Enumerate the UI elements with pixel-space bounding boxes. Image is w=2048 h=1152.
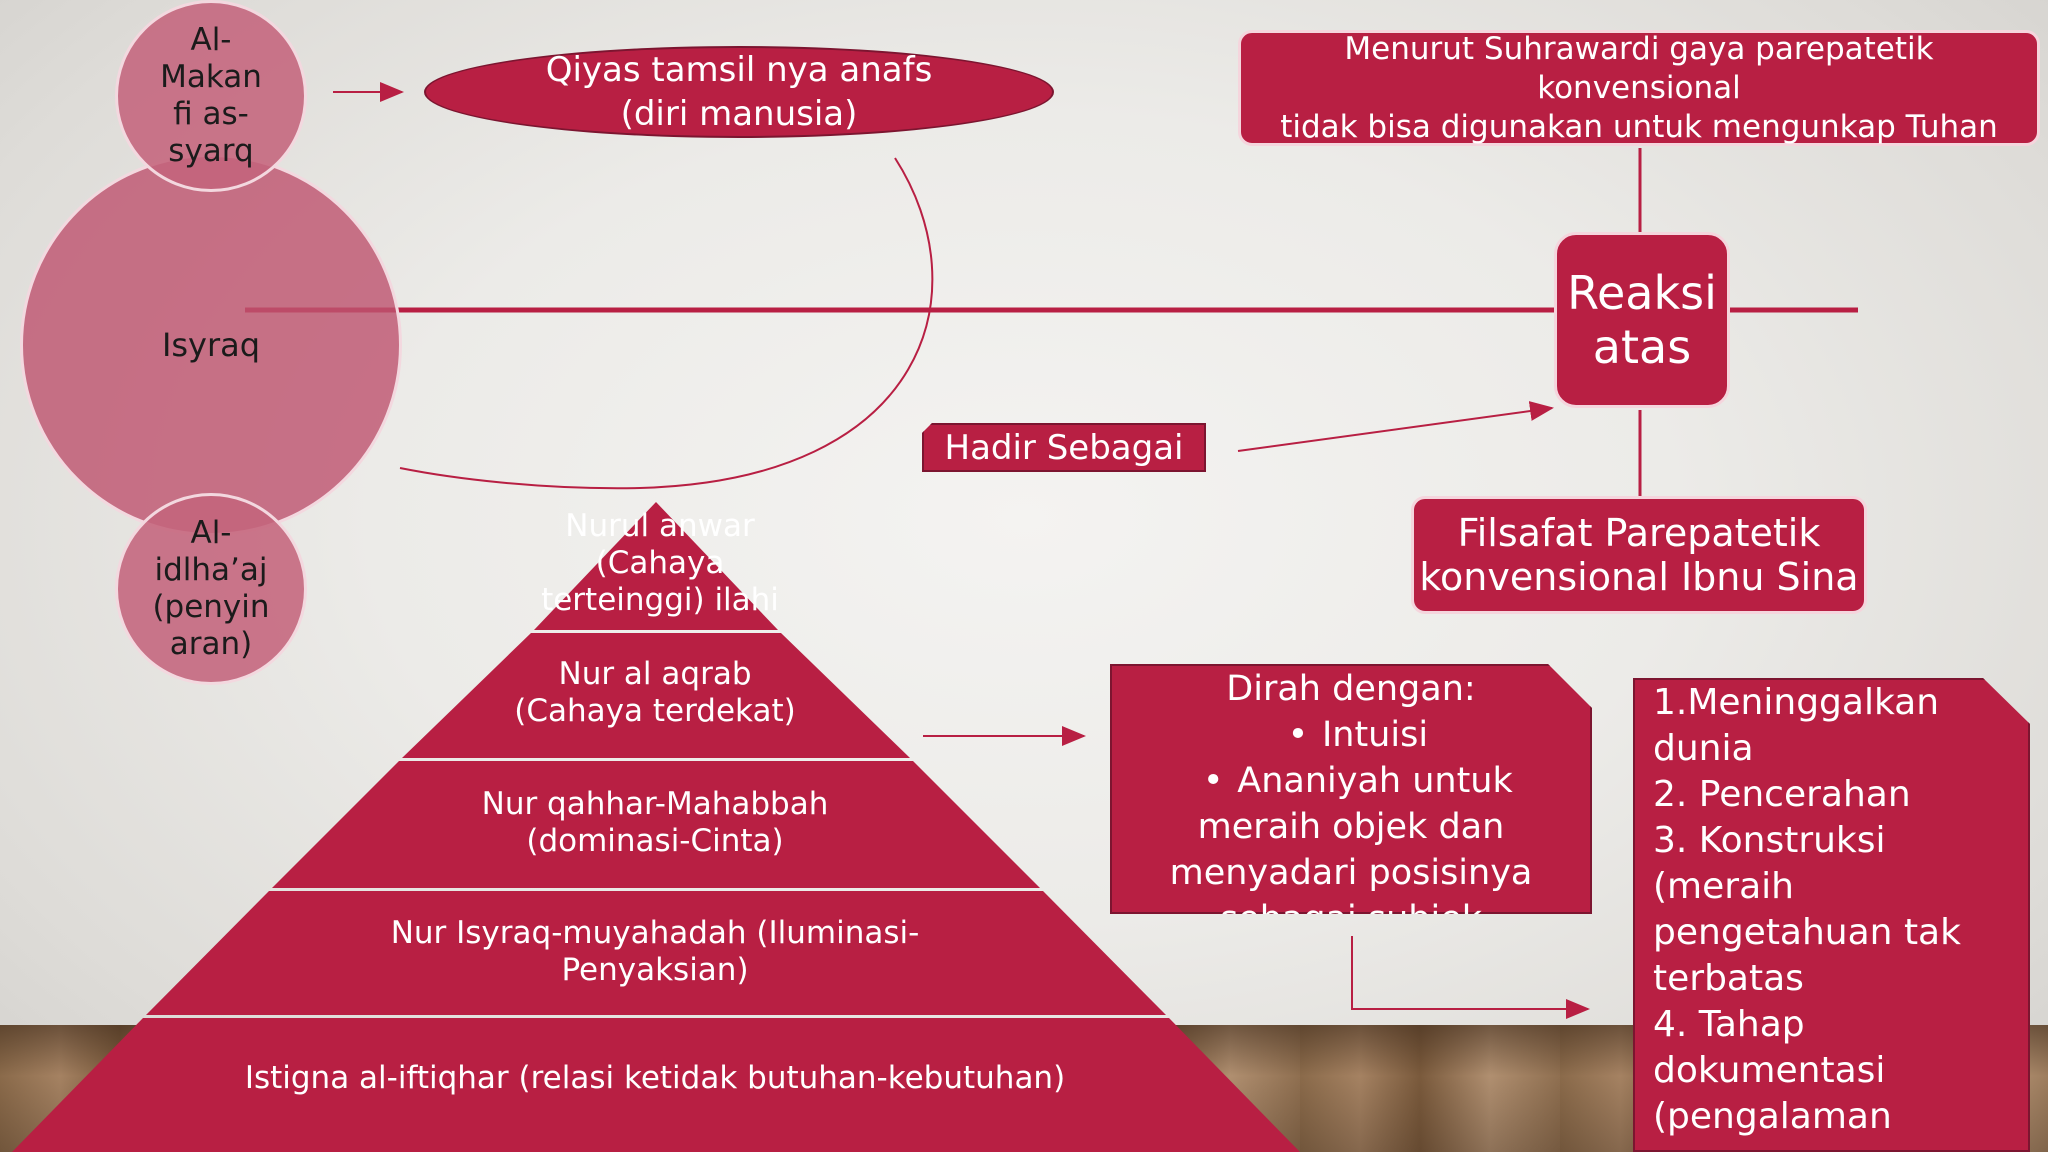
pyramid-level-4-text: Istigna al-iftiqhar (relasi ketidak butu… <box>150 1060 1160 1097</box>
pyramid-level-2-line-1: Nur qahhar-Mahabbah <box>481 786 829 822</box>
pyramid-level-0-line-1: Nurul anwar <box>565 508 755 544</box>
steps-box: 1.Meninggalkan dunia 2. Pencerahan 3. Ko… <box>1633 678 2030 1152</box>
pyramid-level-2-line-2: (dominasi-Cinta) <box>526 823 784 859</box>
dirah-box: Dirah dengan: • Intuisi • Ananiyah untuk m… <box>1110 664 1592 914</box>
pyramid-level-1-line-2: (Cahaya terdekat) <box>514 693 796 729</box>
pyramid-level-3-text: Nur Isyraq-muyahadah (Iluminasi- Penyaks… <box>360 915 950 989</box>
filsafat-line-2: konvensional Ibnu Sina <box>1419 555 1859 599</box>
pyramid-level-4 <box>12 1018 1300 1152</box>
steps-line-6: pengetahuan tak <box>1653 912 1961 953</box>
menurut-box: Menurut Suhrawardi gaya parepatetik konv… <box>1238 30 2040 146</box>
al-idlhaaj-line-3: (penyin <box>152 589 270 625</box>
pyramid-level-0-line-3: terteinggi) ilahi <box>541 582 779 618</box>
arrow-hadir-to-reaksi <box>1237 401 1554 452</box>
al-idlhaaj-line-4: aran) <box>169 626 253 662</box>
hadir-sebagai-box: Hadir Sebagai <box>922 423 1206 472</box>
dirah-bullet-2-line-2: meraih objek dan <box>1197 807 1505 847</box>
steps-line-10: (pengalaman <box>1653 1096 1892 1137</box>
filsafat-box: Filsafat Parepatetik konvensional Ibnu S… <box>1411 496 1867 614</box>
reaksi-line-1: Reaksi <box>1567 266 1717 320</box>
al-makan-line-3: fi as- <box>173 96 249 132</box>
pyramid-level-2-text: Nur qahhar-Mahabbah (dominasi-Cinta) <box>450 786 860 860</box>
menurut-line-2: tidak bisa digunakan untuk mengunkap Tuh… <box>1280 108 1998 145</box>
pyramid-level-3-line-1: Nur Isyraq-muyahadah (Iluminasi- <box>390 915 920 951</box>
qiyas-line-1: Qiyas tamsil nya anafs <box>545 50 933 90</box>
dirah-bullet-2-line-3: menyadari posisinya <box>1169 853 1533 893</box>
pyramid-level-1-text: Nur al aqrab (Cahaya terdekat) <box>470 656 840 730</box>
pyramid-level-2 <box>272 761 1040 888</box>
pyramid-level-3 <box>146 891 1166 1015</box>
steps-line-2: dunia <box>1653 728 1754 769</box>
isyraq-circle: Isyraq <box>20 154 402 536</box>
al-idlhaaj-line-1: Al- <box>190 515 232 551</box>
pyramid-level-1-line-1: Nur al aqrab <box>558 656 752 692</box>
al-idlhaaj-line-2: idlha’aj <box>154 552 268 588</box>
dirah-heading: Dirah dengan: <box>1226 669 1476 709</box>
pyramid-level-4-line-1: Istigna al-iftiqhar (relasi ketidak butu… <box>244 1060 1066 1096</box>
steps-line-7: terbatas <box>1653 958 1804 999</box>
steps-line-1: 1.Meninggalkan <box>1653 682 1940 723</box>
pyramid-level-0-line-2: (Cahaya <box>595 545 725 581</box>
steps-line-3: 2. Pencerahan <box>1653 774 1911 815</box>
al-makan-line-4: syarq <box>168 133 254 169</box>
pyramid-level-3-line-2: Penyaksian) <box>561 952 749 988</box>
reaksi-box: Reaksi atas <box>1554 232 1730 408</box>
al-makan-line-2: Makan <box>160 59 262 95</box>
al-makan-line-1: Al- <box>190 22 232 58</box>
dirah-bullet-2-line-4: sebagai subjek <box>1219 899 1483 939</box>
al-idlhaaj-circle: Al- idlha’aj (penyin aran) <box>115 493 307 685</box>
pyramid <box>12 502 1300 1152</box>
isyraq-label: Isyraq <box>161 326 261 364</box>
reaksi-line-2: atas <box>1592 320 1692 374</box>
dirah-bullet-2: • Ananiyah untuk <box>1112 758 1590 804</box>
pyramid-level-0-text: Nurul anwar (Cahaya terteinggi) ilahi <box>500 508 820 619</box>
dirah-bullet-2-line-1: Ananiyah untuk <box>1237 761 1513 801</box>
steps-line-8: 4. Tahap <box>1653 1004 1805 1045</box>
qiyas-ellipse: Qiyas tamsil nya anafs (diri manusia) <box>424 46 1054 138</box>
steps-line-9: dokumentasi <box>1653 1050 1886 1091</box>
steps-line-5: (meraih <box>1653 866 1794 907</box>
dirah-bullet-1-text: Intuisi <box>1321 715 1429 755</box>
steps-line-4: 3. Konstruksi <box>1653 820 1886 861</box>
filsafat-line-1: Filsafat Parepatetik <box>1457 511 1821 555</box>
al-makan-circle: Al- Makan fi as- syarq <box>115 0 307 192</box>
arrow-dirah-to-steps <box>1351 936 1590 1019</box>
menurut-line-1: Menurut Suhrawardi gaya parepatetik konv… <box>1344 30 1934 106</box>
hadir-sebagai-label: Hadir Sebagai <box>944 427 1184 468</box>
dirah-bullet-1: • Intuisi <box>1112 712 1590 758</box>
pyramid-level-0 <box>534 502 778 630</box>
qiyas-curve <box>399 157 934 490</box>
bullet-icon: • <box>1202 761 1224 801</box>
pyramid-level-1 <box>402 633 910 758</box>
qiyas-line-2: (diri manusia) <box>620 94 858 134</box>
bullet-icon: • <box>1287 715 1309 755</box>
